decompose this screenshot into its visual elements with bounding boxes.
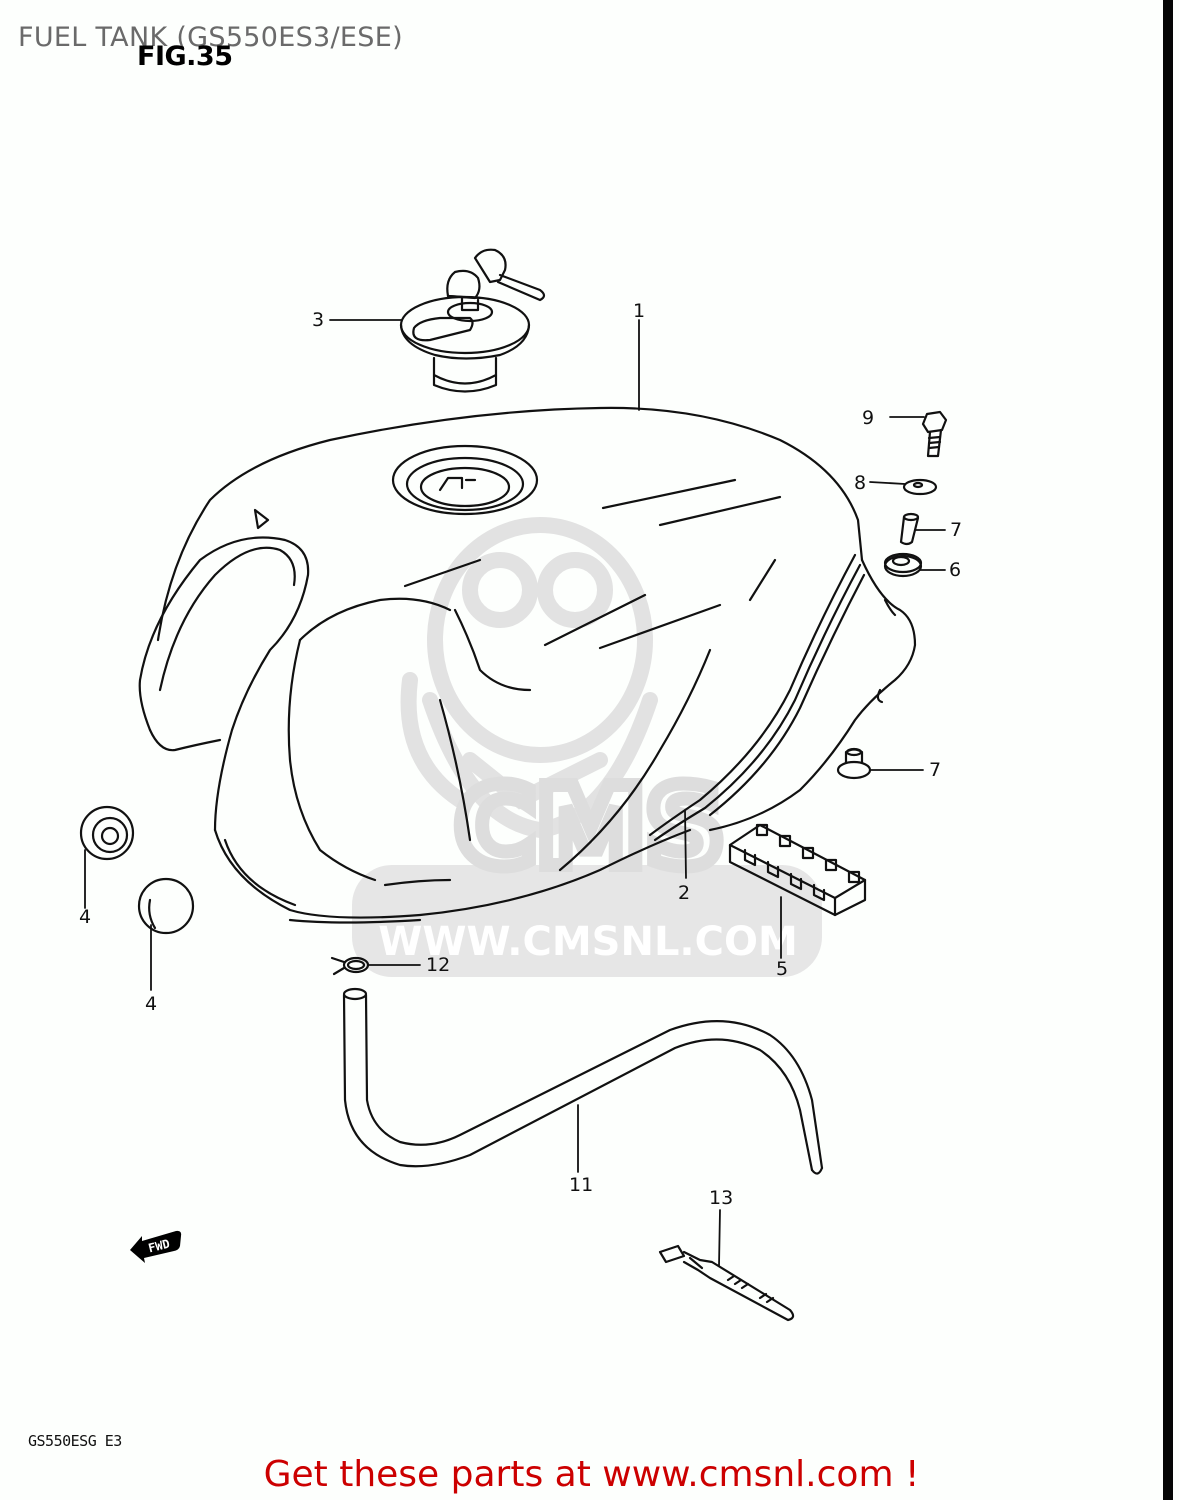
get-parts-link-text[interactable]: Get these parts at www.cmsnl.com ! [263, 1454, 920, 1495]
callout-10[interactable]: 9 [862, 407, 875, 429]
callout-4-lower[interactable]: 4 [145, 993, 158, 1015]
fwd-arrow-icon: FWD [130, 1230, 182, 1263]
callout-1[interactable]: 1 [633, 300, 646, 322]
rubber-cushion-drawing [836, 747, 872, 780]
page-border-rule [1163, 0, 1173, 1500]
leader-lines [84, 319, 946, 1267]
watermark [400, 517, 658, 839]
callout-3[interactable]: 3 [312, 309, 325, 331]
callout-13[interactable]: 13 [709, 1187, 734, 1209]
svg-text:FWD: FWD [147, 1237, 171, 1256]
svg-text:CMS: CMS [455, 763, 724, 891]
cushion-drawing-upper [79, 805, 135, 861]
hose-clamp-drawing [330, 956, 370, 976]
washer-drawing [902, 478, 938, 496]
callout-4-upper[interactable]: 4 [79, 906, 92, 928]
rubber-block-drawing [728, 823, 867, 917]
page-title: FUEL TANK (GS550ES3/ESE) [18, 22, 403, 53]
fuel-tank-drawing [138, 406, 917, 924]
callout-8[interactable]: 7 [950, 519, 963, 541]
callout-11[interactable]: 11 [569, 1174, 594, 1196]
watermark-logo: CMS WWW.CMSNL.COM [352, 756, 822, 977]
spacer-drawing [899, 512, 920, 546]
figure-label: FIG.35 [137, 41, 233, 72]
callout-6[interactable]: 6 [949, 559, 962, 581]
fuel-cap-drawing [399, 248, 546, 393]
svg-text:WWW.CMSNL.COM: WWW.CMSNL.COM [378, 919, 798, 965]
cushion-drawing-lower [137, 877, 195, 935]
callout-2[interactable]: 2 [678, 882, 691, 904]
callout-7[interactable]: 7 [929, 759, 942, 781]
breather-hose-drawing [342, 987, 824, 1175]
grommet-drawing [883, 552, 923, 578]
callout-9[interactable]: 8 [854, 472, 867, 494]
get-parts-link[interactable]: Get these parts at www.cmsnl.com ! [0, 1454, 1179, 1495]
callout-12[interactable]: 12 [426, 954, 451, 976]
strap-drawing [658, 1244, 795, 1322]
callout-5[interactable]: 5 [776, 958, 789, 980]
model-code: GS550ESG E3 [28, 1432, 122, 1450]
bolt-drawing [921, 410, 948, 458]
